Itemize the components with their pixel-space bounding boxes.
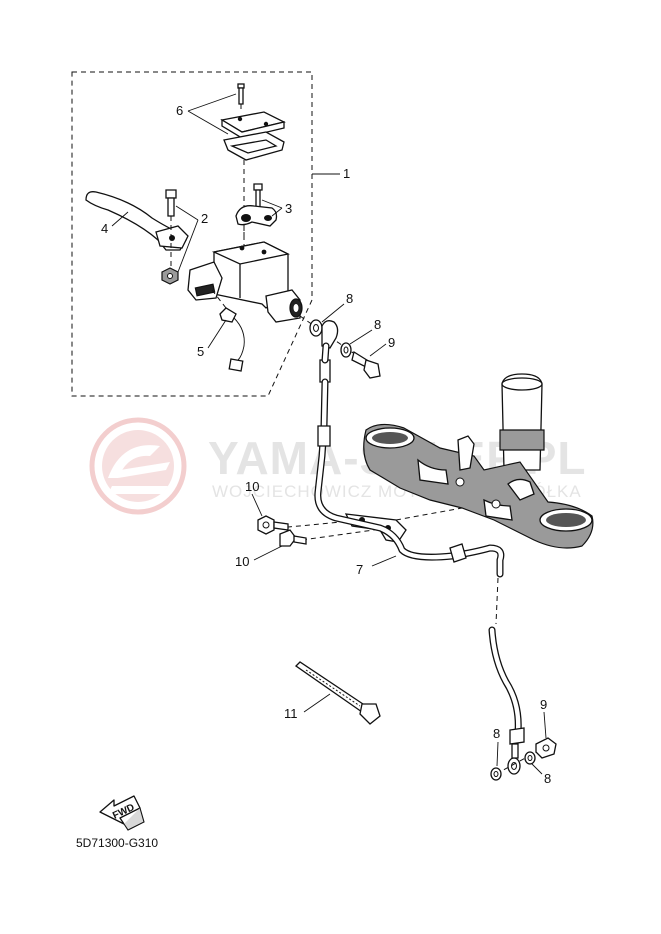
- brake-lever: [85, 191, 189, 251]
- hose-clamp: [449, 543, 467, 563]
- leader-3b: [271, 207, 283, 217]
- callout-4: 4: [101, 221, 108, 236]
- leader-8a: [321, 303, 345, 323]
- leader-3a: [261, 199, 283, 209]
- cable-tie-strap: [294, 661, 367, 713]
- leader-9a: [369, 343, 387, 357]
- callout-9a: 9: [388, 335, 395, 350]
- callout-9b: 9: [540, 697, 547, 712]
- callout-8a: 8: [346, 291, 353, 306]
- fwd-arrow-icon: FWD: [99, 795, 145, 831]
- clamp-lug-left: [417, 458, 449, 485]
- holder-group: [235, 183, 278, 246]
- hose-banjo-upper: [321, 320, 339, 349]
- cap-screw-shank: [238, 87, 244, 105]
- hose-ferrule-lower: [509, 727, 525, 745]
- callout-8d: 8: [544, 771, 551, 786]
- leader-2b: [177, 219, 199, 273]
- brake-switch: [211, 289, 245, 372]
- fork-tube-top: [501, 377, 543, 391]
- switch-connector: [228, 358, 244, 372]
- callout-8c: 8: [493, 726, 500, 741]
- leader-8d: [531, 763, 543, 775]
- watermark-logo-icon: [89, 417, 187, 515]
- diagram-code: 5D71300-G310: [76, 836, 158, 850]
- leader-10b: [253, 545, 283, 561]
- leader-7: [371, 555, 397, 567]
- holder-bolt-head: [253, 183, 263, 191]
- reservoir-cap-group: [220, 83, 286, 240]
- banjo-bolt-head: [363, 359, 381, 379]
- callout-8b: 8: [374, 317, 381, 332]
- lever-bracket-slot: [194, 283, 216, 297]
- bolt-head: [279, 529, 297, 547]
- cable-tie-head: [359, 703, 381, 725]
- clamp-post: [457, 435, 475, 471]
- reservoir-cap-side: [221, 118, 285, 139]
- leader-11: [303, 693, 331, 713]
- lower-banjo-bolt: [535, 737, 557, 759]
- callout-10a: 10: [245, 479, 259, 494]
- switch-axis: [211, 289, 227, 309]
- bolt-shank: [273, 521, 289, 531]
- leader-2a: [175, 205, 199, 221]
- switch-body: [219, 307, 237, 323]
- hose-neck-lower: [511, 743, 519, 759]
- callout-5: 5: [197, 344, 204, 359]
- bracket-bolt-2: [279, 529, 307, 547]
- leader-10a: [251, 493, 263, 517]
- leader-6a: [187, 93, 237, 112]
- leader-6b: [187, 110, 229, 135]
- clamp-lug-right: [483, 498, 513, 521]
- lever-bolt-head: [165, 189, 177, 199]
- lower-washer-2: [524, 751, 536, 765]
- callout-10b: 10: [235, 554, 249, 569]
- triple-clamp: [363, 373, 594, 549]
- bracket-to-clamp-axis: [395, 507, 463, 521]
- master-cylinder-top: [211, 241, 290, 265]
- callout-1: 1: [343, 166, 350, 181]
- callout-6: 6: [176, 103, 183, 118]
- bolt-shank: [293, 535, 307, 545]
- callout-11: 11: [284, 706, 298, 721]
- callout-3: 3: [285, 201, 292, 216]
- leader-4: [111, 211, 129, 227]
- switch-wire: [233, 317, 245, 361]
- bracket-bolt-1: [257, 515, 289, 535]
- upper-washer-1: [309, 319, 323, 337]
- leader-8b: [349, 329, 373, 345]
- diaphragm-inner: [229, 139, 278, 154]
- hose-break: [495, 577, 499, 625]
- lower-washer-1: [490, 767, 502, 781]
- lever-bolt: [161, 189, 179, 285]
- brake-hose: [314, 320, 525, 775]
- clamp-body: [363, 423, 594, 549]
- lever-bolt-shank: [167, 197, 175, 217]
- cable-tie: [294, 661, 381, 725]
- clamp-nut: [507, 478, 535, 501]
- holder-bolt-shank: [255, 189, 261, 209]
- hose-grommet: [317, 425, 331, 447]
- master-cylinder: [187, 241, 303, 323]
- upper-washer-2: [340, 342, 352, 358]
- leader-9b: [543, 711, 547, 739]
- callout-2: 2: [201, 211, 208, 226]
- leader-8c: [496, 741, 499, 767]
- leader-5: [207, 319, 227, 349]
- upper-banjo-bolt: [351, 350, 381, 379]
- callout-7: 7: [356, 562, 363, 577]
- assembly-boundary: [71, 71, 313, 397]
- fork-band: [499, 429, 545, 451]
